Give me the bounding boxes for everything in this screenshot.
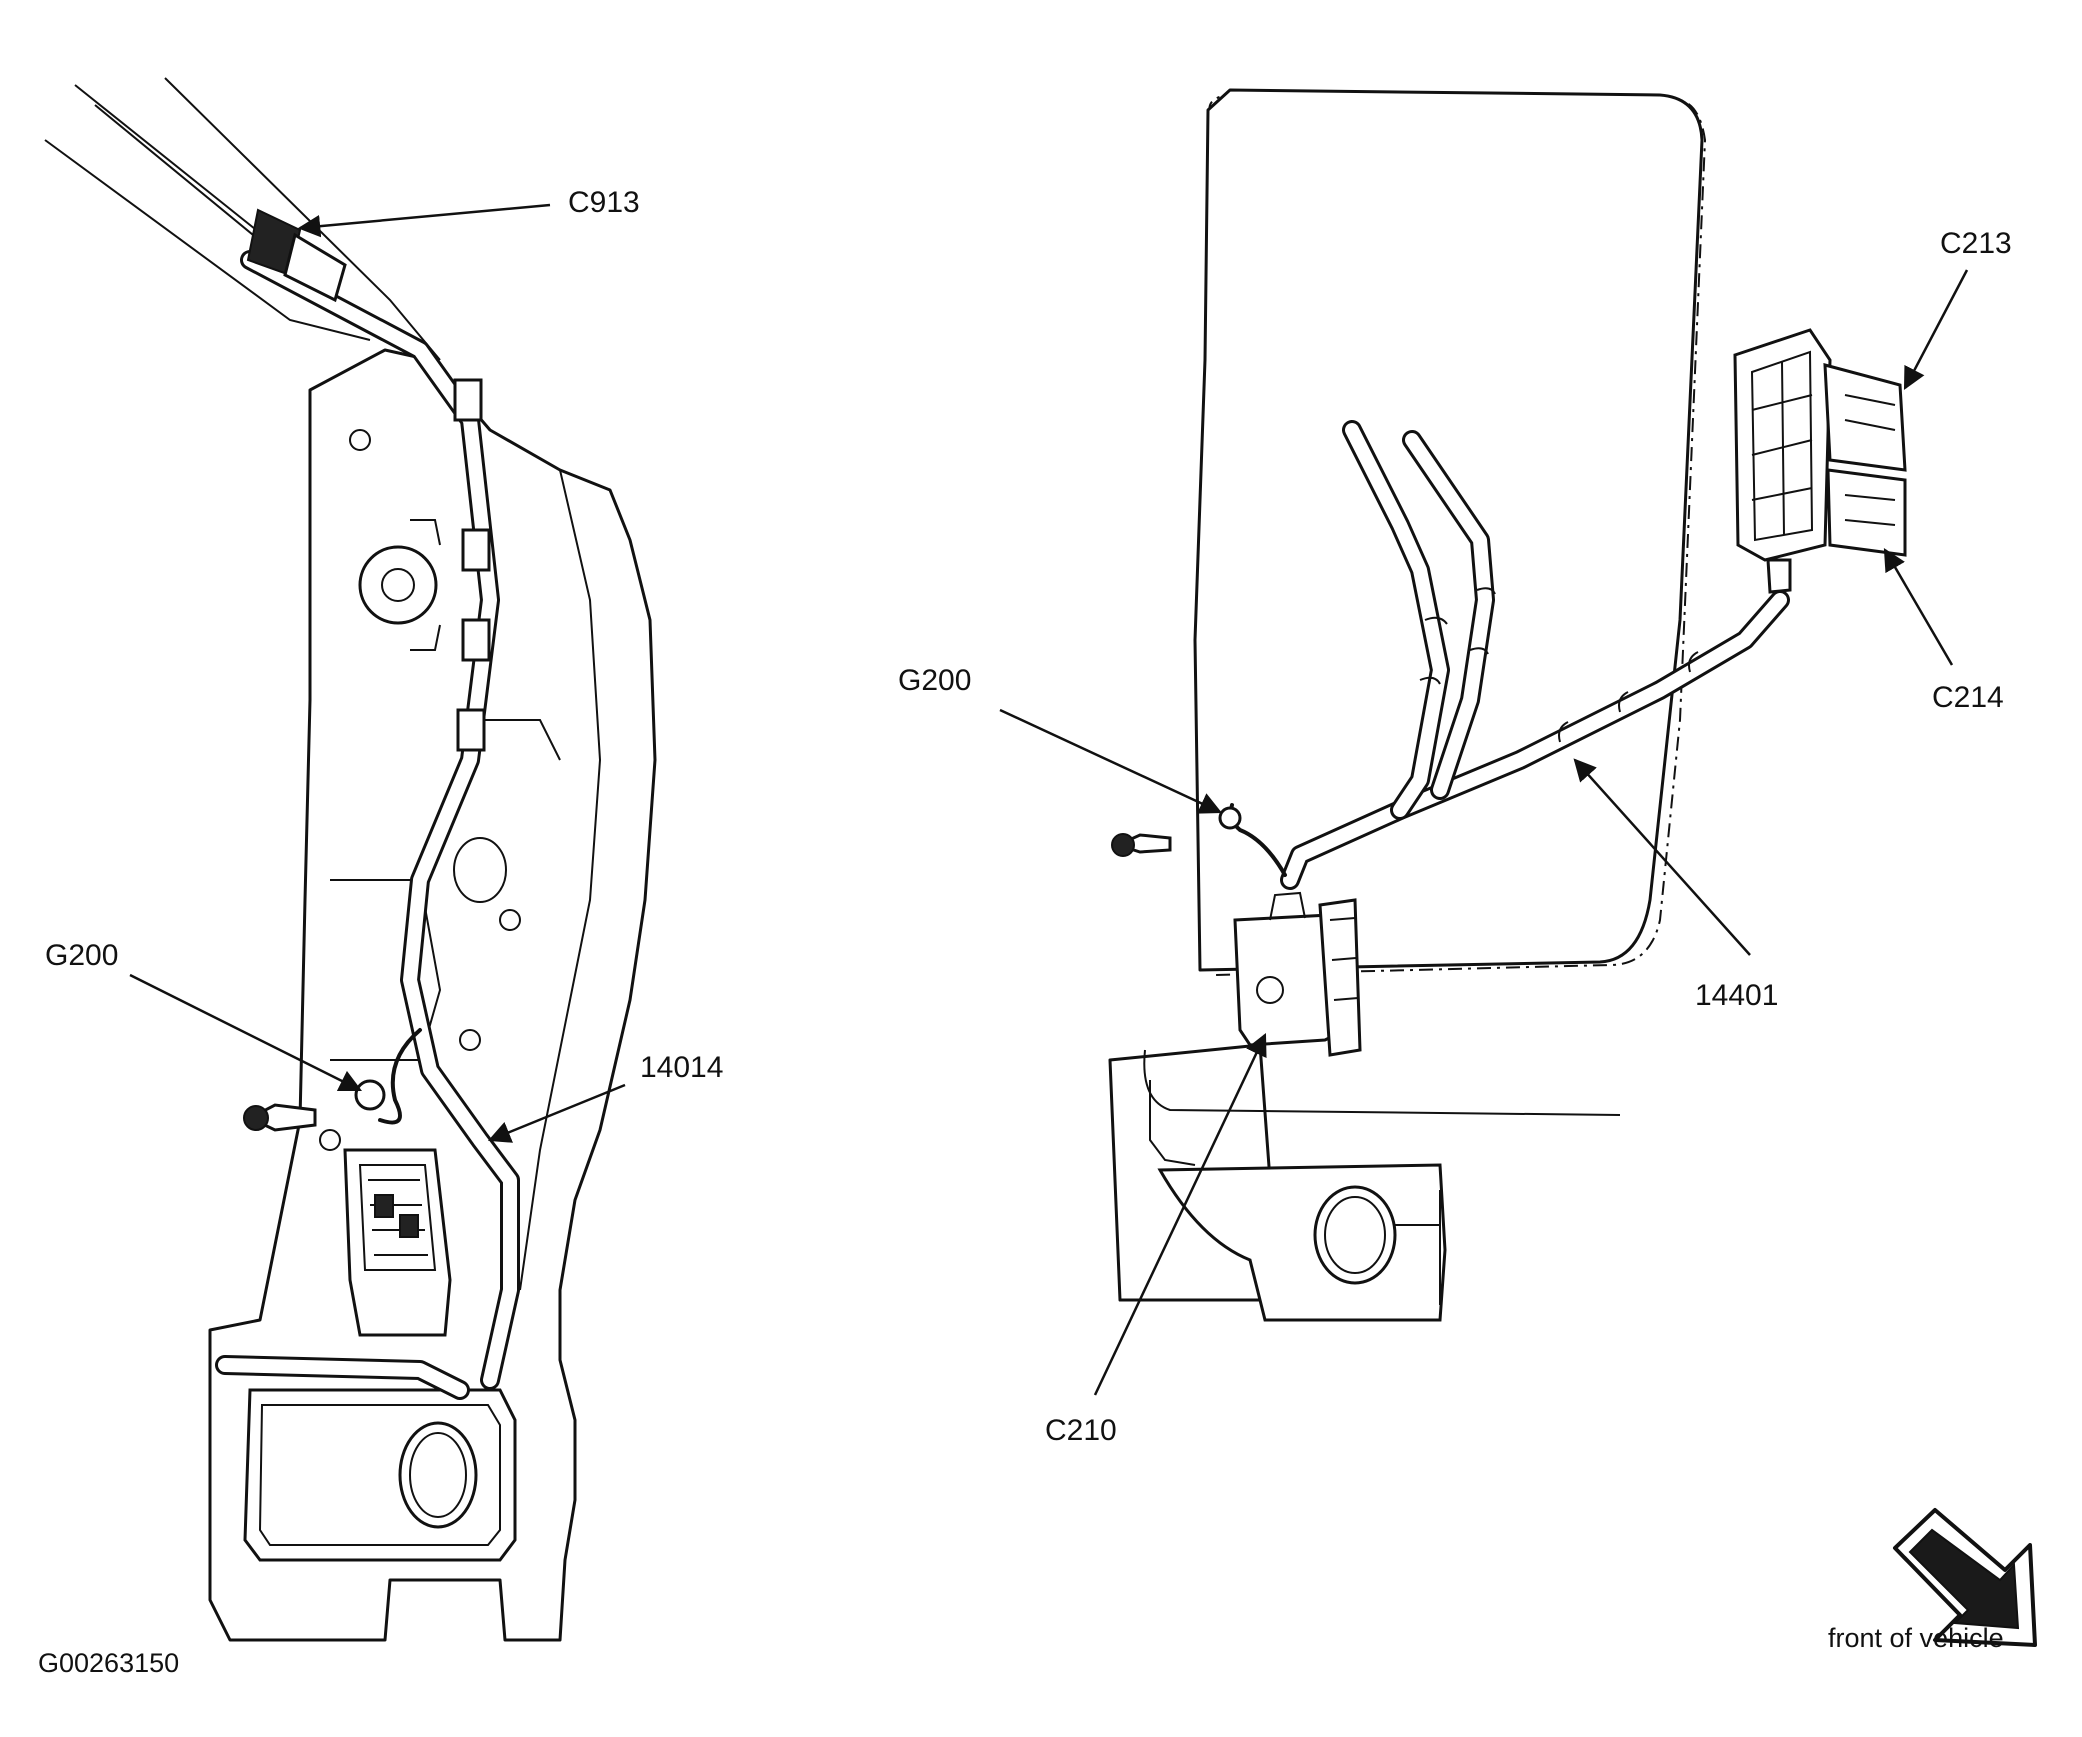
label-c210: C210 (1045, 1414, 1117, 1447)
left-pillar-view (44, 77, 657, 1642)
label-14014: 14014 (640, 1051, 723, 1084)
label-14401: 14401 (1695, 979, 1778, 1012)
figure-id: G00263150 (38, 1648, 179, 1678)
label-c214: C214 (1932, 681, 2004, 714)
label-g200-left: G200 (45, 939, 118, 972)
label-c913: C913 (568, 186, 640, 219)
label-c213: C213 (1940, 227, 2012, 260)
right-panel-view (1108, 88, 1907, 1322)
orientation-label: front of vehicle (1828, 1623, 2004, 1653)
label-g200-right: G200 (898, 664, 971, 697)
leader-lines (129, 203, 1969, 1396)
direction-arrow-icon (1893, 1508, 2037, 1647)
